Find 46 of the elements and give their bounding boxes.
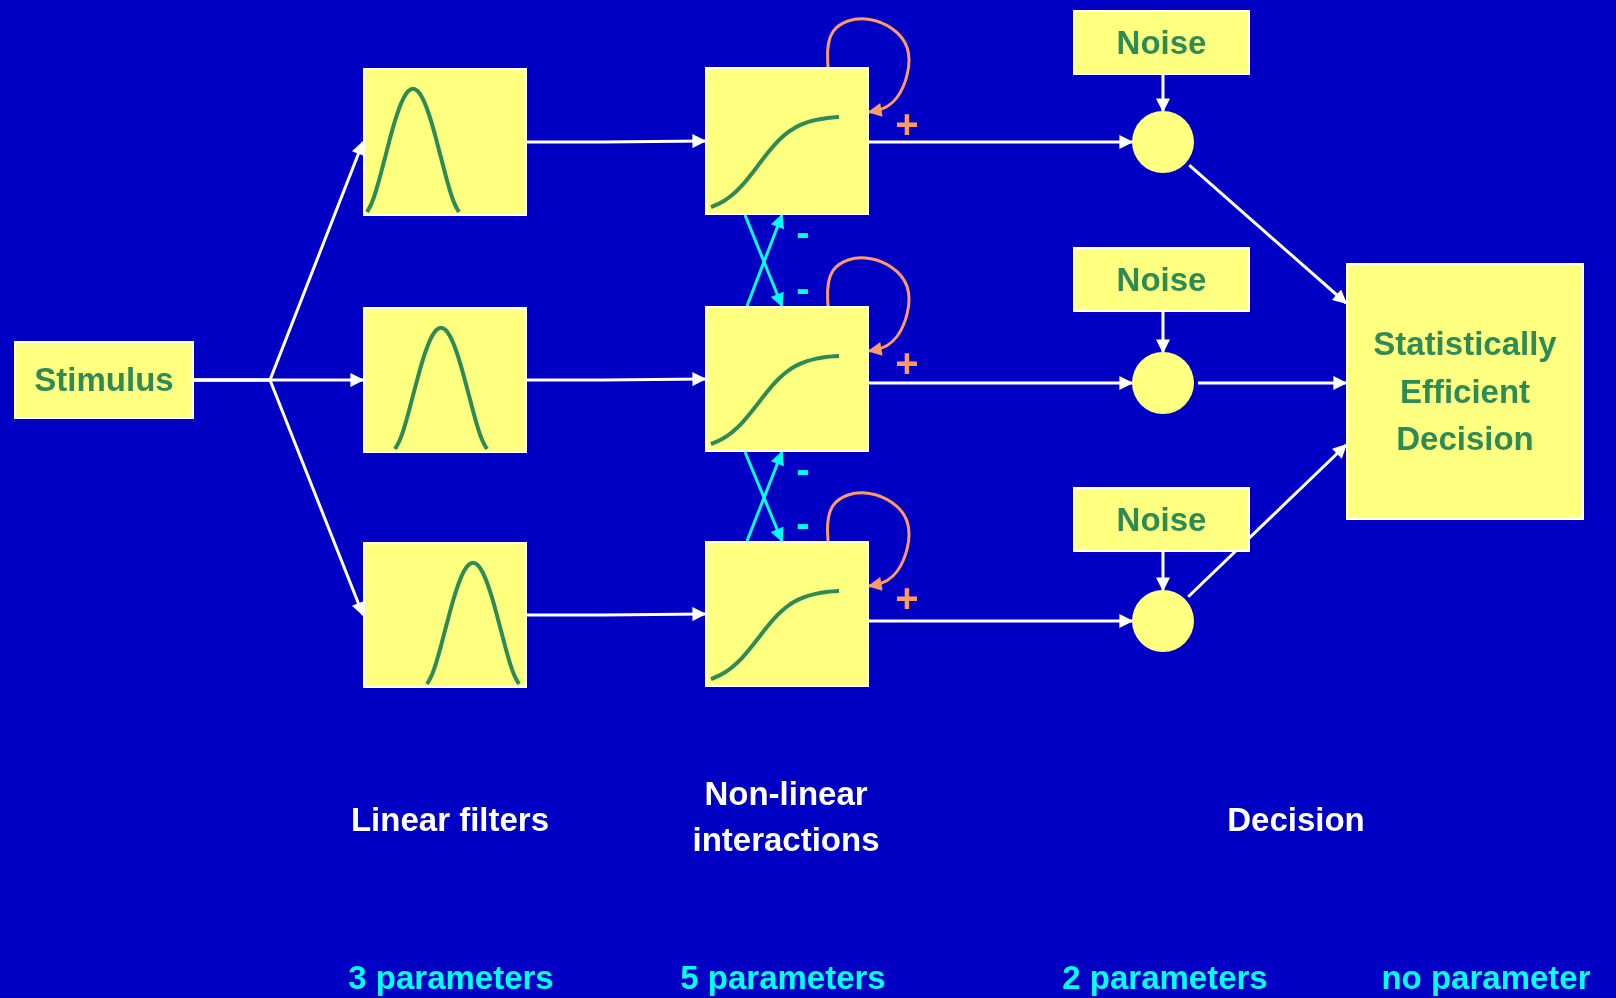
arrow <box>826 491 911 591</box>
arrow <box>1156 312 1170 354</box>
edge-label: + <box>895 578 919 618</box>
edge-label: + <box>895 343 919 383</box>
arrow <box>869 135 1134 149</box>
arrow <box>869 614 1134 628</box>
arrow <box>1198 376 1348 390</box>
edge-label: - <box>796 449 810 489</box>
arrow <box>1188 164 1348 305</box>
function-box <box>363 307 527 453</box>
function-box <box>705 306 869 452</box>
input-box <box>14 341 194 419</box>
decision-box <box>1346 263 1584 520</box>
stage-label: Decision <box>1227 800 1365 840</box>
node-label: Noise <box>1115 499 1208 540</box>
parameter-count: 5 parameters <box>680 958 886 998</box>
function-box <box>363 68 527 216</box>
arrow <box>869 376 1134 390</box>
arrow <box>194 378 365 617</box>
arrow <box>1187 443 1348 598</box>
arrow <box>527 607 707 622</box>
arrow <box>527 134 707 149</box>
function-box <box>705 67 869 215</box>
node-label: Noise <box>1115 22 1208 63</box>
arrow <box>826 256 911 356</box>
stage-label: Linear filters <box>350 800 550 840</box>
edge-label: - <box>796 212 810 252</box>
node-label: Statistically Efficient Decision <box>1372 323 1558 460</box>
parameter-count: 3 parameters <box>348 958 554 998</box>
arrow <box>1156 75 1170 113</box>
function-box <box>705 541 869 687</box>
noise-box <box>1073 10 1250 75</box>
edge-label: - <box>796 268 810 308</box>
arrow <box>1156 552 1170 592</box>
edge-label: + <box>895 104 919 144</box>
node-label: Noise <box>1115 259 1208 300</box>
function-box <box>363 542 527 688</box>
stage-label: Non-linear interactions <box>691 774 881 861</box>
node-label: Stimulus <box>33 360 175 401</box>
noise-box <box>1073 487 1250 552</box>
parameter-count: no parameter <box>1381 958 1591 998</box>
arrow <box>826 17 911 117</box>
parameter-count: 2 parameters <box>1062 958 1268 998</box>
noise-box <box>1073 247 1250 312</box>
arrow <box>527 372 707 387</box>
edge-label: - <box>796 503 810 543</box>
